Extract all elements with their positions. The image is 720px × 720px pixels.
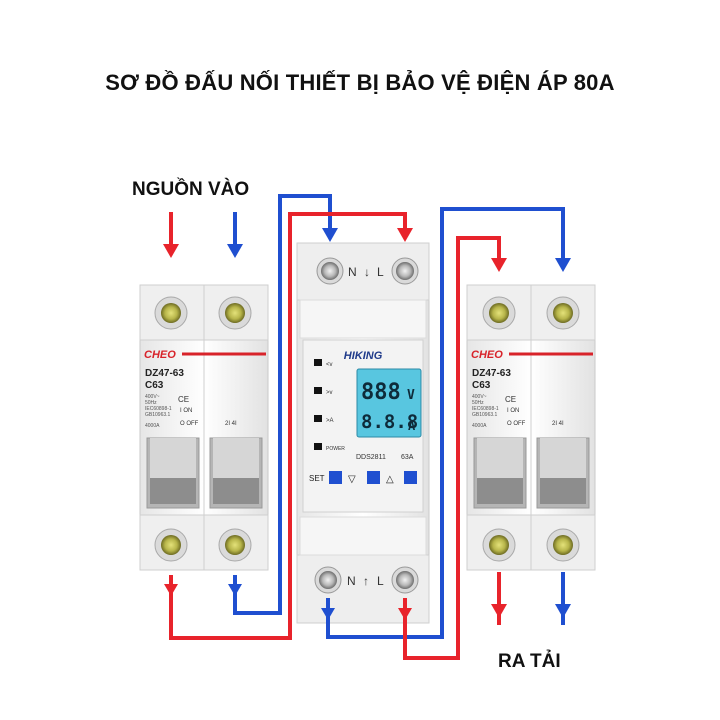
input-breaker-off-label: O OFF xyxy=(180,421,199,427)
set-button[interactable] xyxy=(329,471,342,484)
output-neutral-wire xyxy=(555,572,571,625)
lcd-current-unit: A xyxy=(408,419,416,433)
output-load-label: RA TẢI xyxy=(498,651,561,672)
output-breaker-brand: CHEO xyxy=(471,349,503,361)
input-breaker-on-label: I ON xyxy=(180,408,192,414)
input-breaker-model: DZ47-63 xyxy=(145,368,184,379)
input-breaker-spec-4: GB10963.1 xyxy=(145,412,171,418)
output-breaker-capacity: 4000A xyxy=(472,423,487,429)
protector-bottom-terminal-n xyxy=(314,566,342,594)
set-button-label: SET xyxy=(309,474,325,483)
indicator-overvoltage: >v xyxy=(326,390,333,396)
output-breaker-bottom-screw-1 xyxy=(482,528,516,562)
protector-rating: 63A xyxy=(401,454,414,461)
indicator-undervoltage: <v xyxy=(326,362,333,368)
output-breaker-toggle-2[interactable] xyxy=(536,437,590,509)
output-live-wire xyxy=(491,572,507,625)
input-breaker-top-screw-1 xyxy=(154,296,188,330)
input-neutral-wire xyxy=(227,212,243,258)
output-breaker-spec-2: 50Hz xyxy=(472,400,484,406)
input-breaker-terminal-numbers: 2I 4I xyxy=(225,421,237,427)
svg-text:CE: CE xyxy=(178,395,189,404)
protector-lcd-display: 888 V 8.8.8 A xyxy=(356,368,422,438)
neutral-wire-breaker-to-protector xyxy=(228,194,338,615)
indicator-overcurrent: >A xyxy=(326,418,334,424)
input-source-label: NGUỒN VÀO xyxy=(132,179,250,200)
protector-top-arrow-icon: ↓ xyxy=(364,265,370,279)
live-wire-breaker-to-protector xyxy=(164,212,413,640)
input-breaker-toggle-2[interactable] xyxy=(209,437,263,509)
indicator-power: POWER xyxy=(326,446,345,452)
live-wire-protector-to-breaker xyxy=(398,236,507,660)
output-breaker-model: DZ47-63 xyxy=(472,368,511,379)
input-breaker-brand: CHEO xyxy=(144,349,176,361)
protector-bottom-terminal-l xyxy=(391,566,419,594)
output-breaker-spec-4: GB10963.1 xyxy=(472,412,498,418)
input-breaker-spec-1: 400V~ xyxy=(145,394,160,400)
input-breaker-spec-3: IEC60898-1 xyxy=(145,406,172,412)
input-live-wire xyxy=(163,212,179,258)
protector-brand: HIKING xyxy=(344,350,383,362)
up-button[interactable] xyxy=(404,471,417,484)
input-breaker-spec-2: 50Hz xyxy=(145,400,157,406)
protector-bottom-label-n: N xyxy=(347,574,356,588)
input-breaker-bottom-screw-1 xyxy=(154,528,188,562)
svg-text:CE: CE xyxy=(505,395,516,404)
voltage-protector: N ↓ L N ↑ L HIKING <v >v >A POWER xyxy=(296,242,430,624)
output-breaker-top-screw-1 xyxy=(482,296,516,330)
input-breaker-capacity: 4000A xyxy=(145,423,160,429)
output-breaker-top-screw-2 xyxy=(546,296,580,330)
output-breaker-rating: C63 xyxy=(472,380,491,391)
lcd-voltage-unit: V xyxy=(407,388,415,403)
output-breaker-terminal-numbers: 2I 4I xyxy=(552,421,564,427)
input-breaker-bottom-screw-2 xyxy=(218,528,252,562)
output-breaker-on-label: I ON xyxy=(507,408,519,414)
output-breaker: CHEO DZ47-63 C63 400V~ 50Hz IEC60898-1 G… xyxy=(466,284,596,571)
protector-bottom-arrow-icon: ↑ xyxy=(363,574,369,588)
lcd-current-digits: 8.8.8 xyxy=(361,411,418,433)
down-arrow-icon: ▽ xyxy=(348,474,356,485)
output-breaker-toggle-1[interactable] xyxy=(473,437,527,509)
input-breaker: CHEO DZ47-63 C63 400V~ 50Hz IEC60898-1 G… xyxy=(139,284,269,571)
input-breaker-rating: C63 xyxy=(145,380,164,391)
output-breaker-off-label: O OFF xyxy=(507,421,526,427)
protector-top-terminal-n xyxy=(316,257,344,285)
output-breaker-spec-3: IEC60898-1 xyxy=(472,406,499,412)
output-breaker-bottom-screw-2 xyxy=(546,528,580,562)
input-breaker-top-screw-2 xyxy=(218,296,252,330)
lcd-voltage-digits: 888 xyxy=(361,380,401,405)
input-breaker-toggle-1[interactable] xyxy=(146,437,200,509)
neutral-wire-protector-to-breaker xyxy=(321,207,571,639)
protector-bottom-label-l: L xyxy=(377,574,384,588)
diagram-title: SƠ ĐỒ ĐẤU NỐI THIẾT BỊ BẢO VỆ ĐIỆN ÁP 80… xyxy=(105,70,615,95)
output-breaker-spec-1: 400V~ xyxy=(472,394,487,400)
protector-model: DDS2811 xyxy=(356,454,386,461)
protector-top-terminal-l xyxy=(391,257,419,285)
up-arrow-icon: △ xyxy=(386,474,394,485)
down-button[interactable] xyxy=(367,471,380,484)
protector-top-label-n: N xyxy=(348,265,357,279)
protector-top-label-l: L xyxy=(377,265,384,279)
